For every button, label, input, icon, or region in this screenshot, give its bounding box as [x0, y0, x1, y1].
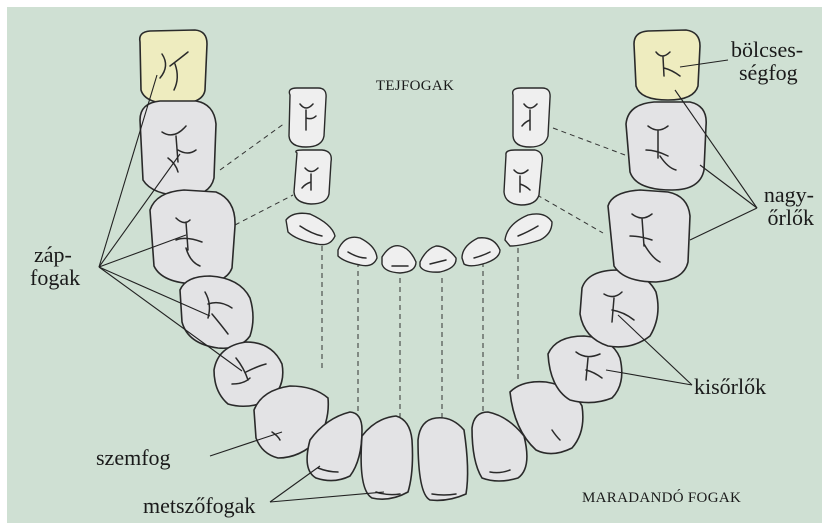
permanent-teeth-title: MARADANDÓ FOGAK	[582, 490, 741, 507]
canine-label: szemfog	[96, 446, 171, 469]
baby-teeth-title: TEJFOGAK	[350, 78, 480, 95]
incisors-label: metszőfogak	[143, 494, 255, 517]
wisdom-tooth-label-line-1: bölcses-	[731, 38, 803, 61]
molars-label: nagy- őrlők	[732, 183, 814, 229]
molars-label-line-1: nagy-	[732, 183, 814, 206]
molar-group-label: záp- fogak	[30, 243, 80, 289]
molars-label-line-2: őrlők	[732, 206, 814, 229]
wisdom-tooth-label-line-2: ségfog	[731, 61, 803, 84]
molar-group-label-line-1: záp-	[30, 243, 80, 266]
molar-group-label-line-2: fogak	[30, 266, 80, 289]
wisdom-tooth-label: bölcses- ségfog	[731, 38, 803, 84]
premolars-label: kisőrlők	[694, 375, 766, 398]
